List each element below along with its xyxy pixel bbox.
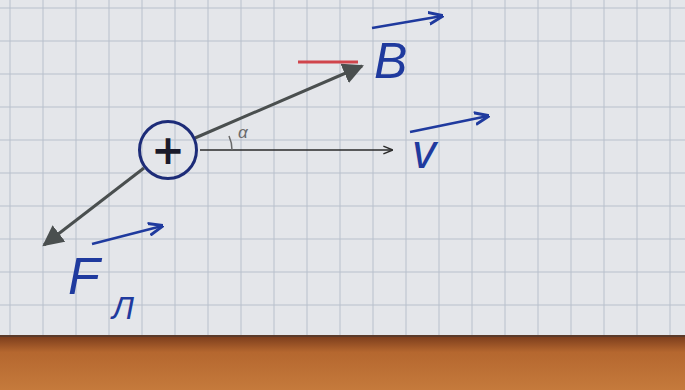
grid-line [604, 0, 605, 336]
charge-sign: + [151, 130, 185, 170]
paper-edge [0, 335, 685, 337]
grid-line [0, 206, 685, 207]
b-vector-line [195, 66, 362, 138]
grid-line [439, 0, 440, 336]
grid-line [0, 272, 685, 273]
grid-line [0, 173, 685, 174]
grid-line [0, 239, 685, 240]
vector-overline [372, 16, 442, 28]
vector-label: v [412, 128, 436, 176]
grid-line [0, 8, 685, 9]
grid-line [571, 0, 572, 336]
grid-line [241, 0, 242, 336]
vector-label: B [374, 36, 407, 86]
grid-line [0, 140, 685, 141]
grid-line [637, 0, 638, 336]
charge-circle: + [138, 120, 198, 180]
grid-line [373, 0, 374, 336]
v-vector-line [200, 149, 392, 151]
grid-line [109, 0, 110, 336]
red-mark [298, 61, 358, 64]
grid-line [670, 0, 671, 336]
angle-label: α [238, 124, 248, 141]
angle-arc [229, 136, 232, 150]
grid-line [307, 0, 308, 336]
grid-line [0, 41, 685, 42]
grid-line [208, 0, 209, 336]
vector-overline [92, 226, 162, 244]
vector-label: F [68, 250, 100, 302]
graph-paper [0, 0, 685, 340]
grid-line [340, 0, 341, 336]
grid-line [43, 0, 44, 336]
grid-line [472, 0, 473, 336]
grid-line [0, 107, 685, 108]
subscript-label: Л [112, 292, 134, 324]
grid-line [0, 305, 685, 306]
grid-line [505, 0, 506, 336]
wooden-table [0, 336, 685, 390]
grid-line [538, 0, 539, 336]
grid-line [10, 0, 11, 336]
paper-grid [0, 0, 685, 336]
grid-line [274, 0, 275, 336]
